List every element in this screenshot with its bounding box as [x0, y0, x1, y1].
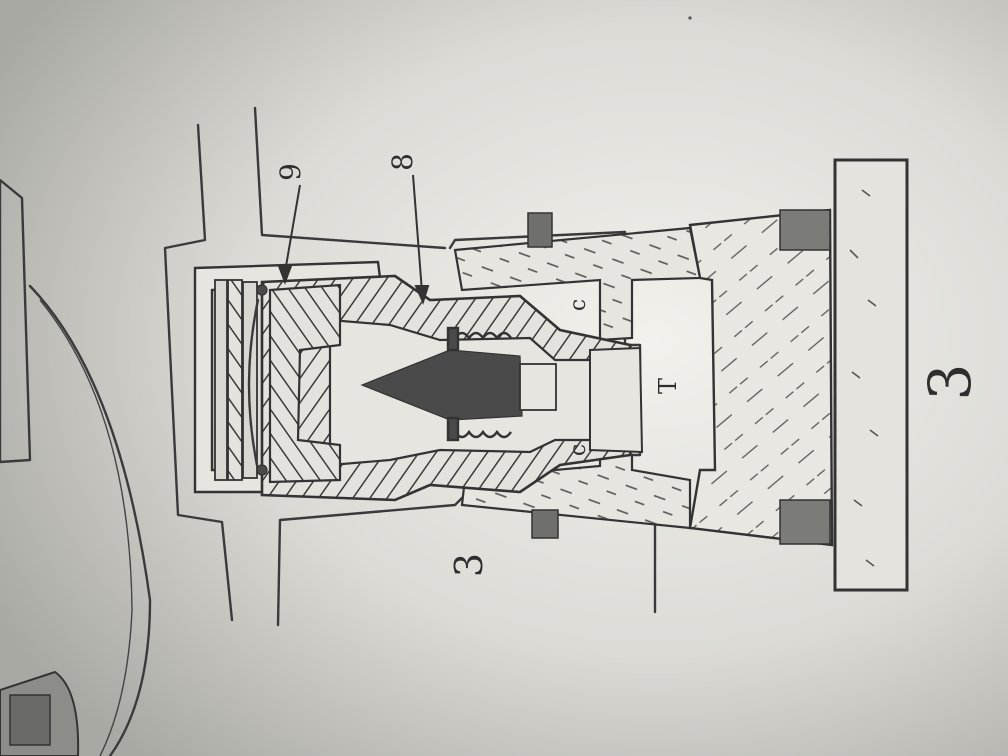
mounting-flange — [833, 158, 909, 592]
cap-part-9 — [268, 283, 342, 484]
leader-lines — [277, 174, 430, 305]
label-gap-c-top: c — [566, 299, 591, 311]
figure-number-left: 3 — [447, 553, 491, 577]
figure-number-right: 3 — [916, 364, 984, 401]
spring — [446, 326, 512, 442]
label-chamber-t: T — [654, 378, 682, 394]
neighbor-figure-fragment — [0, 178, 152, 756]
labels: 9 8 c c T 3 3 — [274, 153, 984, 577]
needle-valve — [360, 349, 557, 421]
cartridge-shell — [193, 260, 384, 494]
window-body — [688, 208, 834, 547]
label-gap-c-bottom: c — [566, 444, 591, 456]
label-part-8: 8 — [386, 153, 419, 171]
label-part-9: 9 — [274, 163, 307, 181]
seal-stack — [214, 279, 268, 481]
paper-speck — [688, 16, 692, 20]
